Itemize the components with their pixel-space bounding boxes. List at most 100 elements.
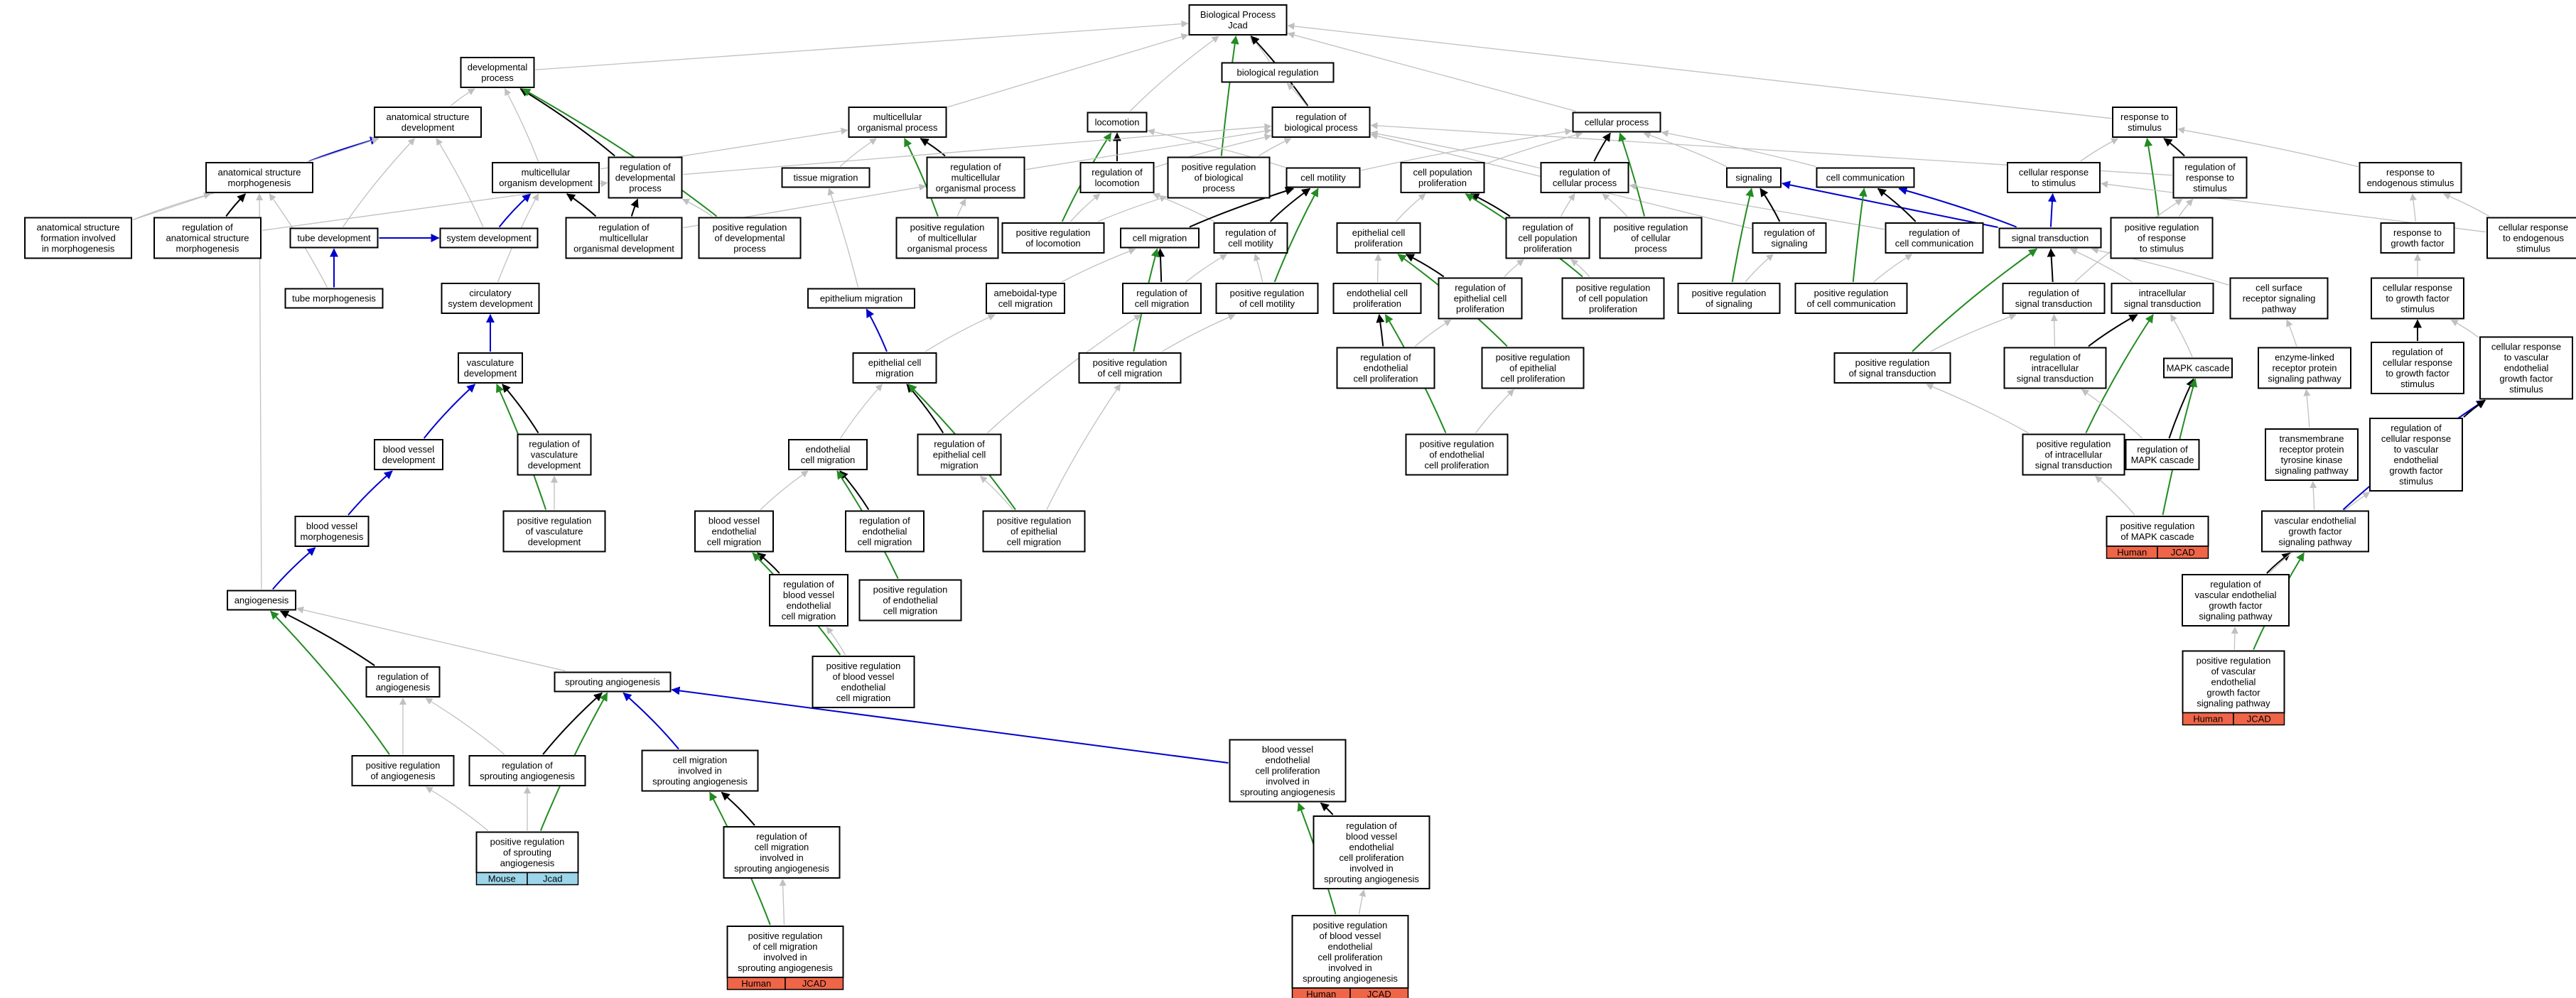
go-term-node[interactable]: system development: [439, 227, 539, 249]
go-term-node[interactable]: signaling: [1726, 167, 1782, 188]
go-term-node[interactable]: angiogenesis: [227, 590, 296, 611]
go-term-node[interactable]: MAPK cascade: [2163, 357, 2233, 379]
go-term-node[interactable]: signal transduction: [1998, 227, 2102, 249]
go-term-node[interactable]: cell migration: [1120, 227, 1200, 249]
go-term-node[interactable]: cell communication: [1816, 167, 1915, 188]
go-term-node[interactable]: sprouting angiogenesis: [554, 671, 672, 693]
go-term-node[interactable]: tube morphogenesis: [284, 288, 384, 309]
go-term-node[interactable]: biological regulation: [1221, 62, 1335, 83]
go-term-node[interactable]: cell motility: [1286, 167, 1361, 188]
go-term-node[interactable]: epithelium migration: [807, 288, 915, 309]
go-term-node[interactable]: tube development: [289, 227, 379, 249]
go-term-node[interactable]: locomotion: [1087, 112, 1148, 133]
go-term-node[interactable]: cellular process: [1572, 112, 1661, 133]
